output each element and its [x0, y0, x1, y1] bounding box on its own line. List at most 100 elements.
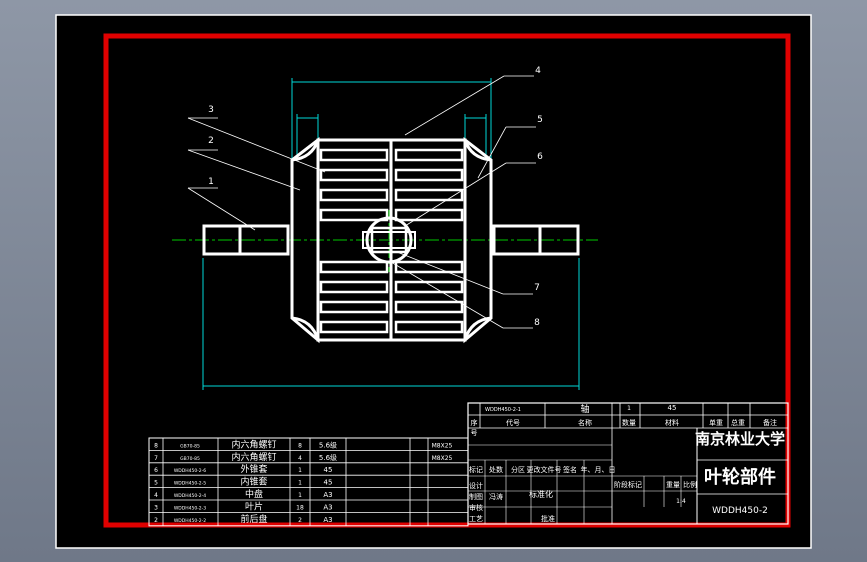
role-name: 冯涛 [489, 492, 503, 501]
leader-line [187, 187, 256, 231]
bom-cell: GB70-85 [180, 456, 200, 462]
school-name: 南京林业大学 [695, 430, 785, 448]
disk-fillet [291, 316, 320, 341]
top-material: 45 [668, 404, 677, 412]
bom-cell: WDDH450-2-6 [174, 468, 206, 474]
hdr-note: 备注 [763, 418, 777, 427]
leader-line [187, 149, 301, 191]
bom-cell: 45 [324, 479, 333, 487]
bom-cell: WDDH450-2-3 [174, 505, 206, 511]
bom-cell: 叶片 [245, 500, 263, 512]
cone-sleeve [370, 226, 408, 254]
blade-left-4 [319, 208, 389, 222]
change-row-cell: 更改文件号 [527, 465, 562, 474]
bom-cell: 内六角螺钉 [231, 438, 276, 450]
disk-fillet [463, 316, 492, 341]
hdr-qty: 数量 [622, 418, 636, 427]
balloon-number: 4 [535, 66, 541, 76]
leader-line [396, 251, 504, 295]
title-frame [467, 402, 789, 525]
role-label: 设计 [469, 481, 483, 490]
bom-cell: 1 [298, 480, 302, 487]
bom-cell: WDDH450-2-5 [174, 481, 206, 487]
blade-right-1 [394, 148, 464, 162]
bom-cell: M8X25 [432, 442, 453, 449]
leader-line [404, 75, 505, 136]
bom-cell: 5.6级 [319, 440, 337, 449]
bom-cell: 2 [298, 517, 302, 524]
drawing-number: WDDH450-2 [712, 506, 768, 516]
bom-cell: A3 [323, 516, 332, 524]
role-label: 审核 [469, 503, 483, 512]
shaft-right [492, 224, 580, 256]
bom-cell: 8 [298, 442, 302, 449]
bom-cell: M8X25 [432, 455, 453, 462]
red-border [103, 33, 791, 528]
blade-left-2 [319, 168, 389, 182]
bom-cell: WDDH450-2-2 [174, 518, 206, 524]
hdr-code: 代号 [506, 418, 520, 427]
hdr-unit-wt: 单重 [709, 418, 723, 427]
change-row-cell: 分区 [511, 465, 525, 474]
bom-cell: 1 [298, 467, 302, 474]
bom-cell: 3 [154, 504, 158, 511]
role-label: 工艺 [469, 515, 483, 523]
bom-cell: A3 [323, 503, 332, 511]
bom-cell: WDDH450-2-4 [174, 493, 206, 499]
bom-cell: 4 [154, 492, 158, 499]
bom-cell: A3 [323, 491, 332, 499]
leader-line [477, 126, 507, 179]
blade-left-3 [319, 188, 389, 202]
role-label: 制图 [469, 492, 483, 501]
balloon-number: 3 [208, 105, 214, 115]
hdr-material: 材料 [665, 418, 679, 427]
bom-cell: 1 [298, 492, 302, 499]
disk-fillet [291, 139, 320, 162]
blade-right-6 [394, 280, 464, 294]
bom-cell: 2 [154, 517, 158, 524]
leader-line [404, 162, 507, 227]
hdr-no: 号 [471, 429, 478, 437]
blade-right-7 [394, 300, 464, 314]
bom-cell: 6 [154, 467, 158, 474]
bom-cell: GB70-85 [180, 443, 200, 449]
change-row-cell: 标记 [469, 465, 483, 474]
title-block: 南京林业大学 叶轮部件 WDDH450-2 WDDH450-2-1 轴 1 45… [467, 402, 789, 525]
bom-cell: 7 [154, 455, 158, 462]
bom-cell: 中盘 [245, 488, 263, 500]
std-label: 标准化 [529, 489, 553, 499]
top-code: WDDH450-2-1 [485, 407, 521, 413]
hub-bore [362, 231, 416, 249]
bom-cell: 45 [324, 466, 333, 474]
balloon-number: 6 [537, 152, 543, 162]
blade-left-6 [319, 280, 389, 294]
bom-cell: 外锥套 [240, 463, 267, 475]
blade-right-3 [394, 188, 464, 202]
bom-cell: 5.6级 [319, 453, 337, 462]
balloon-number: 1 [208, 177, 214, 187]
dimension-lines [202, 78, 580, 390]
balloon-number: 8 [534, 318, 540, 328]
bom-cell: 内锥套 [240, 476, 267, 488]
impeller-assembly [202, 136, 580, 344]
hub-circle [365, 216, 413, 264]
balloon-number: 7 [534, 283, 540, 293]
balloon-number: 2 [208, 136, 214, 146]
leader-line [390, 261, 504, 329]
bom-cell: 18 [296, 504, 304, 511]
stage-cell: 阶段标记 [614, 480, 642, 489]
blade-left-5 [319, 260, 389, 274]
bom-cell: 前后盘 [240, 513, 267, 525]
blade-left-1 [319, 148, 389, 162]
blade-right-4 [394, 208, 464, 222]
top-name: 轴 [580, 403, 589, 415]
blade-left-7 [319, 300, 389, 314]
blade-right-2 [394, 168, 464, 182]
change-row-cell: 处数 [489, 465, 503, 474]
blade-left-8 [319, 320, 389, 334]
top-qty: 1 [627, 405, 631, 412]
bom-cell: 内六角螺钉 [231, 451, 276, 463]
bom-cell: 5 [154, 480, 158, 487]
